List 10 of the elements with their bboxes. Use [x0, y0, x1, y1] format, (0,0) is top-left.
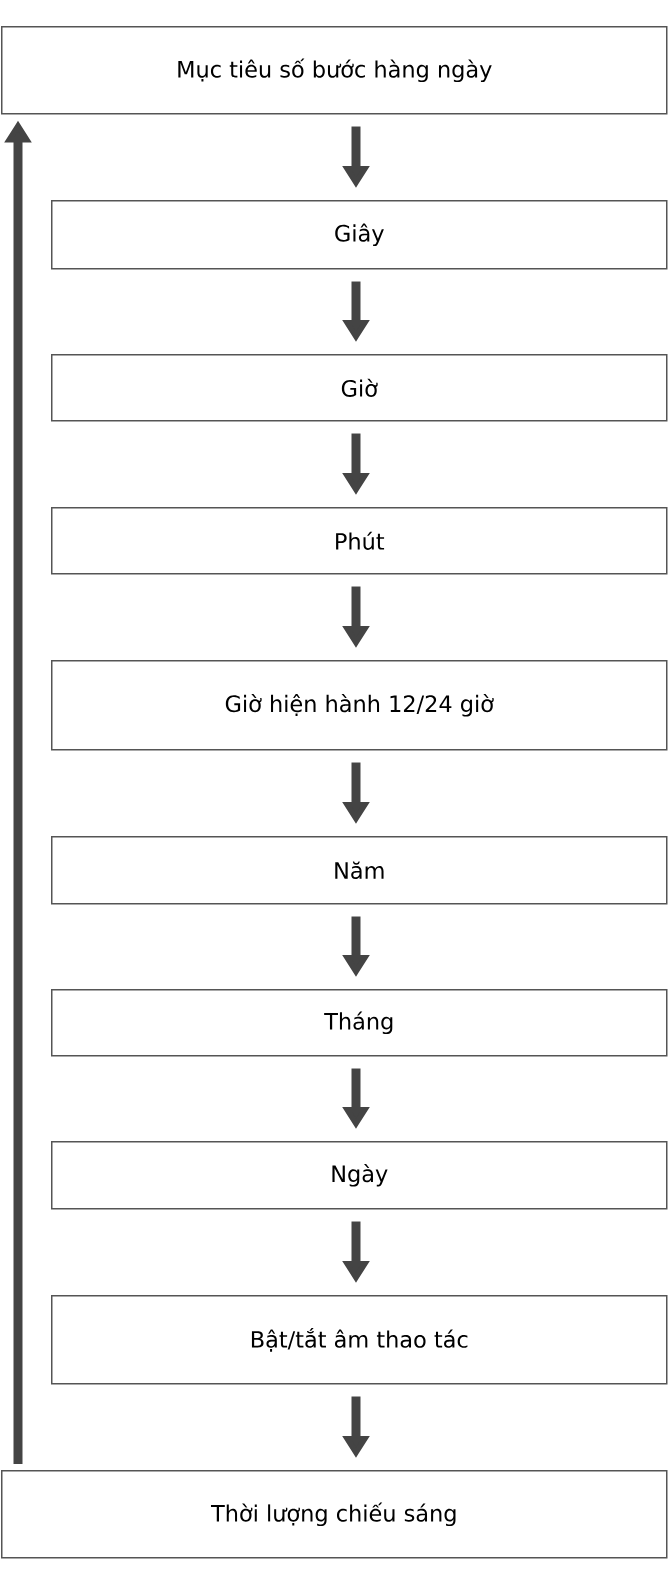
process-box: Mục tiêu số bước hàng ngày [1, 26, 668, 115]
process-box: Tháng [51, 989, 668, 1057]
process-box: Giờ [51, 354, 668, 422]
process-box: Thời lượng chiếu sáng [1, 1470, 668, 1559]
process-box: Giờ hiện hành 12/24 giờ [51, 660, 668, 751]
process-box: Ngày [51, 1141, 668, 1210]
process-box: Bật/tắt âm thao tác [51, 1295, 668, 1385]
process-box: Năm [51, 836, 668, 905]
process-box: Phút [51, 507, 668, 575]
process-box: Giây [51, 200, 668, 270]
